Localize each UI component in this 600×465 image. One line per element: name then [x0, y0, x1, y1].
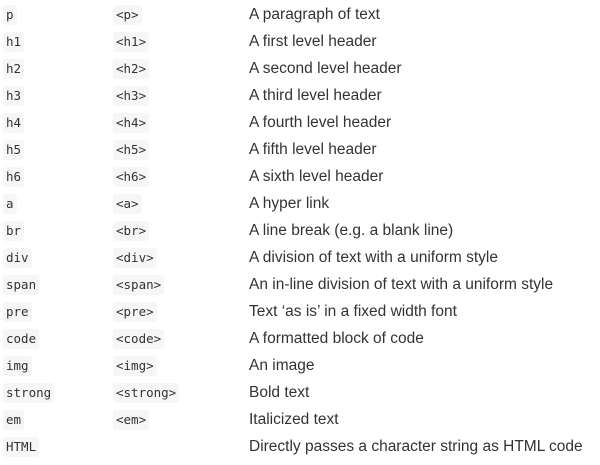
table-row: pre <pre> Text ‘as is’ in a fixed width …	[0, 299, 600, 326]
table-row: h2 <h2> A second level header	[0, 56, 600, 83]
table-row: h6 <h6> A sixth level header	[0, 164, 600, 191]
function-name: div	[3, 248, 32, 268]
html-tag: <br>	[113, 221, 150, 241]
tag-description: Bold text	[249, 384, 310, 401]
function-name: code	[3, 329, 40, 349]
tag-description: A second level header	[249, 60, 402, 77]
function-name: h6	[3, 167, 25, 187]
tag-description: Directly passes a character string as HT…	[249, 438, 583, 455]
table-row: h1 <h1> A first level header	[0, 29, 600, 56]
function-name: p	[3, 5, 17, 25]
html-tag: <h6>	[113, 167, 150, 187]
tag-description: An in-line division of text with a unifo…	[249, 276, 554, 293]
html-tag: <strong>	[113, 383, 180, 403]
table-row: code <code> A formatted block of code	[0, 326, 600, 353]
html-tag: <div>	[113, 248, 157, 268]
tag-description: An image	[249, 357, 315, 374]
function-name: h3	[3, 86, 25, 106]
tag-description: A third level header	[249, 87, 382, 104]
function-name: h2	[3, 59, 25, 79]
html-tag: <code>	[113, 329, 165, 349]
table-row: strong <strong> Bold text	[0, 380, 600, 407]
tag-description: Text ‘as is’ in a fixed width font	[249, 303, 457, 320]
function-name: img	[3, 356, 32, 376]
function-name: br	[3, 221, 25, 241]
table-row: HTML Directly passes a character string …	[0, 434, 600, 461]
html-tag: <a>	[113, 194, 142, 214]
table-row: img <img> An image	[0, 353, 600, 380]
html-tag: <h2>	[113, 59, 150, 79]
html-tag: <em>	[113, 410, 150, 430]
table-row: div <div> A division of text with a unif…	[0, 245, 600, 272]
function-name: h1	[3, 32, 25, 52]
html-tag: <h5>	[113, 140, 150, 160]
html-tag: <pre>	[113, 302, 157, 322]
tag-description: A sixth level header	[249, 168, 384, 185]
html-tag: <p>	[113, 5, 142, 25]
function-name: HTML	[3, 437, 40, 457]
table-row: h3 <h3> A third level header	[0, 83, 600, 110]
html-tag: <img>	[113, 356, 157, 376]
html-tag: <h1>	[113, 32, 150, 52]
tag-description: A formatted block of code	[249, 330, 424, 347]
table-row: span <span> An in-line division of text …	[0, 272, 600, 299]
function-name: a	[3, 194, 17, 214]
table-row: p <p> A paragraph of text	[0, 2, 600, 29]
tag-description: A first level header	[249, 33, 377, 50]
function-name: pre	[3, 302, 32, 322]
tag-description: A hyper link	[249, 195, 330, 212]
table-row: h4 <h4> A fourth level header	[0, 110, 600, 137]
tag-description: A line break (e.g. a blank line)	[249, 222, 454, 239]
tag-description: A division of text with a uniform style	[249, 249, 498, 266]
function-name: strong	[3, 383, 55, 403]
table-row: h5 <h5> A fifth level header	[0, 137, 600, 164]
function-name: span	[3, 275, 40, 295]
html-tag: <h4>	[113, 113, 150, 133]
html-tag: <h3>	[113, 86, 150, 106]
table-row: br <br> A line break (e.g. a blank line)	[0, 218, 600, 245]
tag-description: A fourth level header	[249, 114, 392, 131]
function-name: h5	[3, 140, 25, 160]
tag-description: A paragraph of text	[249, 6, 380, 23]
tag-description: A fifth level header	[249, 141, 377, 158]
function-name: em	[3, 410, 25, 430]
table-row: em <em> Italicized text	[0, 407, 600, 434]
html-tag: <span>	[113, 275, 165, 295]
table-row: a <a> A hyper link	[0, 191, 600, 218]
function-name: h4	[3, 113, 25, 133]
tag-description: Italicized text	[249, 411, 339, 428]
